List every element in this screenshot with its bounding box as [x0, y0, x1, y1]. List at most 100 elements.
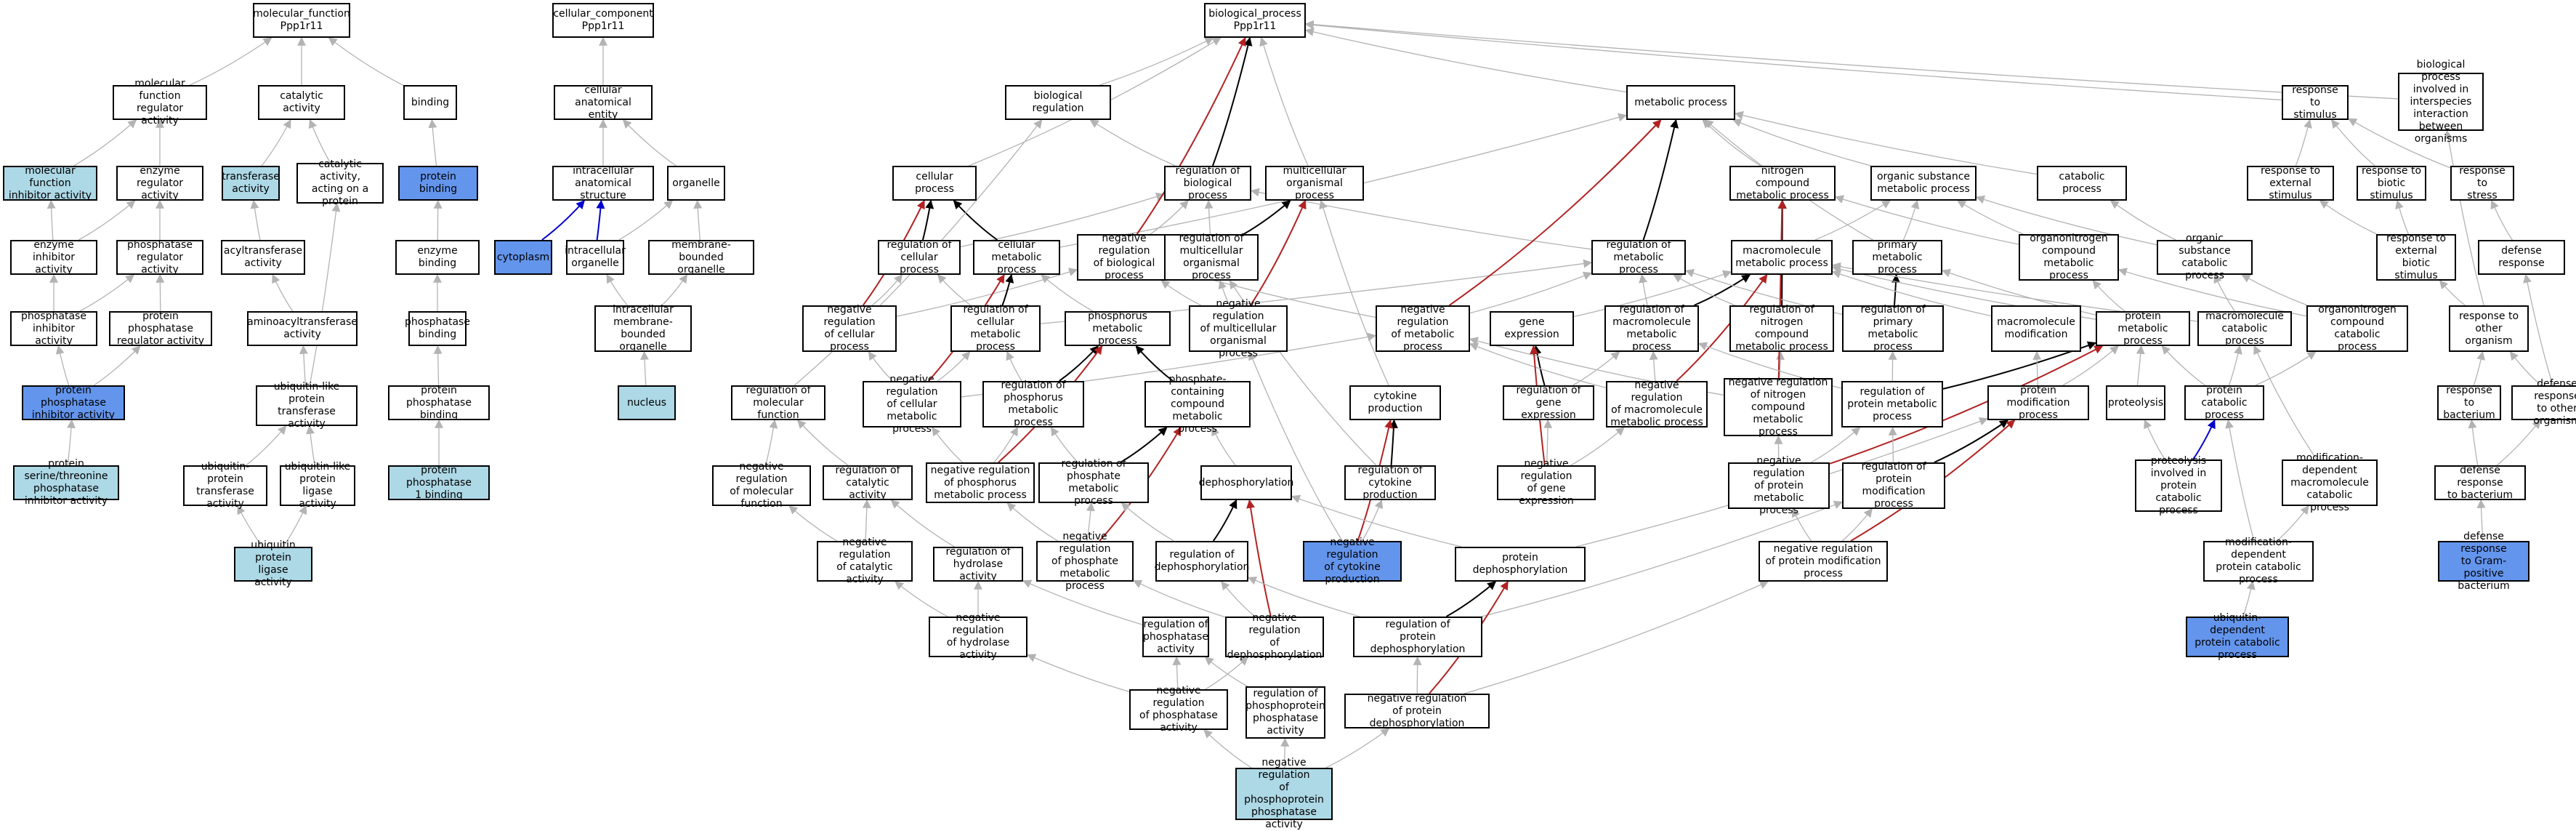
- term-node-catap[interactable]: catalytic activity, acting on a protein: [296, 163, 384, 204]
- term-node-osmp[interactable]: organic substance metabolic process: [1870, 166, 1977, 201]
- term-node-prot[interactable]: proteolysis: [2106, 385, 2165, 420]
- term-node-mfia[interactable]: molecular function inhibitor activity: [3, 166, 97, 201]
- term-node-ulpta[interactable]: ubiquitin-like protein transferase activ…: [256, 385, 358, 426]
- term-node-mbo[interactable]: membrane-bounded organelle: [648, 240, 754, 275]
- term-node-oncmp[interactable]: organonitrogen compound metabolic proces…: [2019, 234, 2119, 281]
- term-node-rge[interactable]: regulation of gene expression: [1503, 385, 1594, 420]
- term-node-udpcp[interactable]: ubiquitin-dependent protein catabolic pr…: [2186, 617, 2289, 657]
- term-node-mcp[interactable]: macromolecule catabolic process: [2197, 311, 2292, 346]
- term-node-org[interactable]: organelle: [667, 166, 725, 201]
- term-node-defr[interactable]: defense response: [2478, 240, 2565, 275]
- term-node-rmf[interactable]: regulation of molecular function: [731, 385, 825, 420]
- term-node-cyto[interactable]: cytoplasm: [494, 240, 552, 275]
- term-node-rbact[interactable]: response to bacterium: [2437, 385, 2501, 420]
- term-node-enra[interactable]: enzyme regulator activity: [116, 166, 203, 201]
- term-node-rha[interactable]: regulation of hydrolase activity: [933, 547, 1023, 582]
- term-node-rpa[interactable]: regulation of phosphatase activity: [1142, 617, 1209, 657]
- term-node-rpmod[interactable]: regulation of protein modification proce…: [1842, 462, 1945, 509]
- term-node-nrmop[interactable]: negative regulation of multicellular org…: [1189, 305, 1288, 352]
- term-node-cc[interactable]: cellular_component Ppp1r11: [552, 3, 654, 38]
- term-node-pstpia[interactable]: protein serine/threonine phosphatase inh…: [13, 465, 119, 500]
- term-node-eia[interactable]: enzyme inhibitor activity: [10, 240, 97, 275]
- term-node-rncmp[interactable]: regulation of nitrogen compound metaboli…: [1729, 305, 1834, 352]
- term-node-pccmp[interactable]: phosphate-containing compound metabolic …: [1144, 381, 1251, 427]
- term-node-nrpa[interactable]: negative regulation of phosphatase activ…: [1129, 689, 1228, 730]
- term-node-ncmp[interactable]: nitrogen compound metabolic process: [1729, 166, 1836, 201]
- term-node-pia[interactable]: phosphatase inhibitor activity: [10, 311, 97, 346]
- term-node-gexp[interactable]: gene expression: [1490, 311, 1574, 346]
- term-node-rother[interactable]: response to other organism: [2449, 305, 2529, 352]
- term-node-ulplig[interactable]: ubiquitin-like protein ligase activity: [280, 465, 355, 506]
- term-node-cellp[interactable]: cellular process: [892, 166, 977, 201]
- term-node-bp[interactable]: biological_process Ppp1r11: [1204, 3, 1306, 38]
- term-node-nrcmp[interactable]: negative regulation of cellular metaboli…: [863, 381, 961, 427]
- term-node-ebind[interactable]: enzyme binding: [395, 240, 480, 275]
- term-node-dephos[interactable]: dephosphorylation: [1200, 465, 1292, 500]
- term-node-upla[interactable]: ubiquitin protein ligase activity: [234, 547, 312, 582]
- term-node-aminoacyl[interactable]: aminoacyltransferase activity: [247, 311, 358, 346]
- term-node-pp1bind[interactable]: protein phosphatase 1 binding: [388, 465, 490, 500]
- term-node-cata[interactable]: catalytic activity: [258, 85, 345, 120]
- term-node-mdpcp[interactable]: modification-dependent protein catabolic…: [2203, 541, 2314, 582]
- term-node-plpcp[interactable]: proteolysis involved in protein cataboli…: [2135, 459, 2222, 512]
- term-node-rbio[interactable]: response to biotic stimulus: [2357, 166, 2426, 201]
- term-node-nrncmp[interactable]: negative regulation of nitrogen compound…: [1724, 378, 1833, 436]
- term-node-nrdephos[interactable]: negative regulation of dephosphorylation: [1225, 617, 1324, 657]
- term-node-breg[interactable]: biological regulation: [1005, 85, 1111, 120]
- term-node-rdephos[interactable]: regulation of dephosphorylation: [1155, 541, 1248, 582]
- term-node-rcytp[interactable]: regulation of cytokine production: [1344, 465, 1436, 500]
- term-node-acyl[interactable]: acyltransferase activity: [221, 240, 305, 275]
- term-node-rbp[interactable]: regulation of biological process: [1164, 166, 1251, 201]
- term-node-nrha[interactable]: negative regulation of hydrolase activit…: [929, 617, 1027, 657]
- term-node-mf[interactable]: molecular_function Ppp1r11: [253, 3, 350, 38]
- term-node-pmod[interactable]: protein modification process: [1987, 385, 2089, 420]
- term-node-iorg[interactable]: intracellular organelle: [566, 240, 624, 275]
- term-node-rpdephos[interactable]: regulation of protein dephosphorylation: [1353, 617, 1482, 657]
- term-node-rmp[interactable]: regulation of metabolic process: [1591, 240, 1686, 275]
- term-node-nrprotmp[interactable]: negative regulation of protein metabolic…: [1728, 462, 1830, 509]
- term-node-uppt[interactable]: ubiquitin-protein transferase activity: [183, 465, 267, 506]
- term-node-phbind[interactable]: phosphatase binding: [408, 311, 467, 346]
- term-node-rstress[interactable]: response to stress: [2450, 166, 2514, 201]
- term-node-tran[interactable]: transferase activity: [222, 166, 280, 201]
- term-node-droo[interactable]: defense response to other organism: [2511, 385, 2576, 420]
- term-node-imbo[interactable]: intracellular membrane-bounded organelle: [594, 305, 692, 352]
- term-node-nrmp[interactable]: negative regulation of metabolic process: [1376, 305, 1470, 352]
- term-node-nrge[interactable]: negative regulation of gene expression: [1497, 465, 1596, 500]
- term-node-nrbp[interactable]: negative regulation of biological proces…: [1077, 234, 1171, 281]
- term-node-nrcp[interactable]: negative regulation of cellular process: [802, 305, 897, 352]
- term-node-rmop[interactable]: regulation of multicellular organismal p…: [1164, 234, 1259, 281]
- term-node-nrcytp[interactable]: negative regulation of cytokine producti…: [1303, 541, 1402, 582]
- term-node-rppa[interactable]: regulation of phosphoprotein phosphatase…: [1245, 686, 1325, 739]
- term-node-pdephos[interactable]: protein dephosphorylation: [1455, 547, 1586, 582]
- term-node-rphmp[interactable]: regulation of phosphorus metabolic proce…: [982, 381, 1084, 427]
- term-node-nrppa[interactable]: negative regulation of phosphoprotein ph…: [1235, 768, 1333, 820]
- term-node-pra[interactable]: phosphatase regulator activity: [116, 240, 203, 275]
- term-node-cmp[interactable]: cellular metabolic process: [973, 240, 1060, 275]
- term-node-ias[interactable]: intracellular anatomical structure: [552, 166, 654, 201]
- term-node-rmmp[interactable]: regulation of macromolecule metabolic pr…: [1604, 305, 1699, 352]
- term-node-metp[interactable]: metabolic process: [1626, 85, 1735, 120]
- term-node-rcp[interactable]: regulation of cellular process: [878, 240, 961, 275]
- term-node-pmp[interactable]: primary metabolic process: [1852, 240, 1942, 275]
- term-node-rca[interactable]: regulation of catalytic activity: [823, 465, 913, 500]
- term-node-rstim[interactable]: response to stimulus: [2282, 85, 2349, 120]
- term-node-drgp[interactable]: defense response to Gram-positive bacter…: [2438, 541, 2529, 582]
- term-node-ppia[interactable]: protein phosphatase inhibitor activity: [22, 385, 125, 420]
- term-node-nrmf[interactable]: negative regulation of molecular functio…: [712, 465, 811, 506]
- term-node-nrca[interactable]: negative regulation of catalytic activit…: [817, 541, 913, 582]
- term-node-drbact[interactable]: defense response to bacterium: [2434, 465, 2526, 500]
- term-node-cae[interactable]: cellular anatomical entity: [554, 85, 653, 120]
- term-node-nrpdephos[interactable]: negative regulation of protein dephospho…: [1344, 694, 1490, 728]
- term-node-nrmmp[interactable]: negative regulation of macromolecule met…: [1606, 381, 1708, 427]
- term-node-rcmp[interactable]: regulation of cellular metabolic process: [950, 305, 1041, 352]
- term-node-pbind[interactable]: protein binding: [398, 166, 478, 201]
- term-node-bpii[interactable]: biological process involved in interspec…: [2398, 73, 2484, 131]
- term-node-mfra[interactable]: molecular function regulator activity: [113, 85, 207, 120]
- term-node-bind[interactable]: binding: [403, 85, 457, 120]
- term-node-nucl[interactable]: nucleus: [618, 385, 676, 420]
- term-node-protmp[interactable]: protein metabolic process: [2096, 311, 2190, 346]
- term-node-nrphmp[interactable]: negative regulation of phosphorus metabo…: [926, 462, 1035, 503]
- term-node-mop[interactable]: multicellular organismal process: [1265, 166, 1364, 201]
- term-node-oncp[interactable]: organonitrogen compound catabolic proces…: [2306, 305, 2408, 352]
